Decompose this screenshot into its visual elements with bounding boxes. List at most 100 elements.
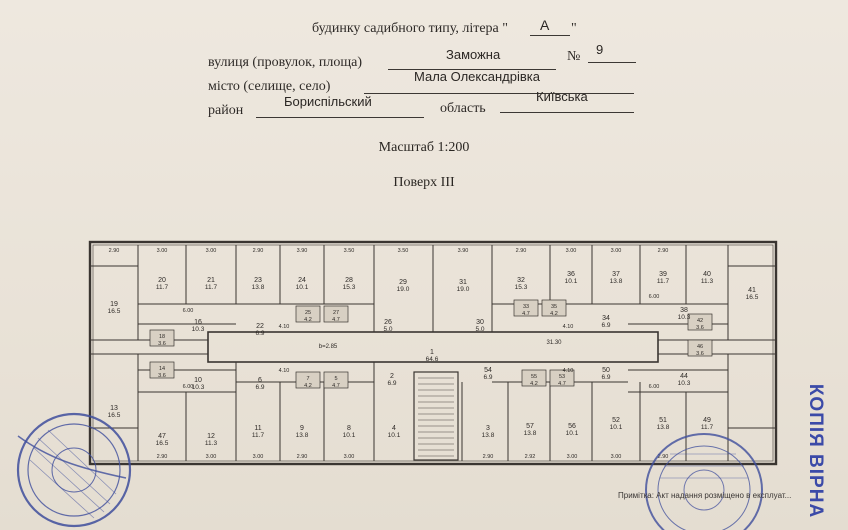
room-number: 9 bbox=[300, 425, 304, 432]
room-number: 51 bbox=[659, 417, 667, 424]
district-underline bbox=[256, 117, 424, 118]
outer-wall bbox=[88, 240, 778, 466]
room-number: 4 bbox=[392, 425, 396, 432]
litera-value: А bbox=[540, 17, 550, 33]
room-area: 13.8 bbox=[610, 278, 623, 285]
room-number: 50 bbox=[602, 367, 610, 374]
city-value: Мала Олександрівка bbox=[414, 69, 540, 84]
room-area: 10.3 bbox=[678, 314, 691, 321]
bathroom-block bbox=[521, 369, 547, 387]
room-area: 13.8 bbox=[252, 284, 265, 291]
room-number: 29 bbox=[399, 279, 407, 286]
street-label: вулиця (провулок, площа) bbox=[208, 55, 363, 70]
bathroom-block bbox=[687, 313, 713, 331]
room-area: 10.1 bbox=[565, 278, 578, 285]
bathroom-number: 27 bbox=[333, 310, 339, 316]
room-number: 8 bbox=[347, 425, 351, 432]
bathroom-number: 14 bbox=[159, 366, 165, 372]
room-area: 11.3 bbox=[205, 440, 218, 447]
corridor-width: b=2.85 bbox=[319, 344, 338, 350]
room-area: 15.3 bbox=[515, 284, 528, 291]
room-number: 49 bbox=[703, 417, 711, 424]
room-number: 13 bbox=[110, 405, 118, 412]
bathroom-area: 3.6 bbox=[158, 373, 166, 379]
bathroom-number: 25 bbox=[305, 310, 311, 316]
room-area: 10.1 bbox=[296, 284, 309, 291]
street-underline bbox=[388, 69, 556, 70]
dim-bottom: 2.90 bbox=[157, 454, 168, 460]
bathroom-block bbox=[149, 329, 175, 347]
room-number: 30 bbox=[476, 319, 484, 326]
bathroom-block bbox=[323, 371, 349, 389]
bathroom-area: 4.2 bbox=[550, 311, 558, 317]
bathroom-block bbox=[549, 369, 575, 387]
dim-bottom: 3.00 bbox=[253, 454, 264, 460]
dim-mid: 6.00 bbox=[649, 294, 660, 300]
room-area: 10.3 bbox=[678, 380, 691, 387]
room-number: 6 bbox=[258, 377, 262, 384]
dim-bottom: 2.90 bbox=[658, 454, 669, 460]
scale-label: Масштаб 1:200 bbox=[378, 140, 470, 155]
room-number: 20 bbox=[158, 277, 166, 284]
dim-top: 3.90 bbox=[458, 248, 469, 254]
room-number: 3 bbox=[486, 425, 490, 432]
number-value: 9 bbox=[596, 42, 604, 57]
bathroom-area: 3.6 bbox=[696, 351, 704, 357]
dim-top: 3.00 bbox=[157, 248, 168, 254]
room-area: 16.5 bbox=[108, 412, 121, 419]
room-number: 12 bbox=[207, 433, 215, 440]
room-number: 41 bbox=[748, 287, 756, 294]
dim-bottom: 2.90 bbox=[297, 454, 308, 460]
room-area: 6.9 bbox=[387, 380, 396, 387]
room-number: 56 bbox=[568, 423, 576, 430]
room-area: 10.1 bbox=[610, 424, 623, 431]
number-label: № bbox=[567, 49, 581, 64]
dim-top: 2.90 bbox=[516, 248, 527, 254]
room-area: 5.0 bbox=[383, 326, 392, 333]
bathroom-number: 55 bbox=[531, 374, 537, 380]
room-area: 11.7 bbox=[156, 284, 169, 291]
room-number: 26 bbox=[384, 319, 392, 326]
room-number: 21 bbox=[207, 277, 215, 284]
room-number: 2 bbox=[390, 373, 394, 380]
dim-mid: 4.10 bbox=[563, 368, 574, 374]
city-underline bbox=[364, 93, 634, 94]
corridor-length: 31.30 bbox=[546, 340, 562, 346]
room-area: 11.7 bbox=[205, 284, 218, 291]
line1-underline bbox=[530, 35, 570, 36]
dim-mid: 4.10 bbox=[279, 324, 290, 330]
bathroom-area: 3.6 bbox=[158, 341, 166, 347]
bathroom-block bbox=[295, 305, 321, 323]
dim-mid: 4.10 bbox=[563, 324, 574, 330]
room-area: 13.8 bbox=[524, 430, 537, 437]
room-area: 13.8 bbox=[657, 424, 670, 431]
bathroom-number: 5 bbox=[334, 376, 337, 382]
room-area: 6.9 bbox=[255, 384, 264, 391]
round-stamp-right bbox=[645, 433, 763, 530]
bathroom-block bbox=[295, 371, 321, 389]
room-area: 10.3 bbox=[192, 326, 205, 333]
staircase bbox=[413, 371, 459, 461]
number-underline bbox=[588, 62, 636, 63]
room-area: 16.5 bbox=[746, 294, 759, 301]
line1-end: " bbox=[571, 21, 577, 36]
dim-top: 2.90 bbox=[658, 248, 669, 254]
bathroom-area: 4.7 bbox=[332, 317, 340, 323]
room-area: 16.5 bbox=[156, 440, 169, 447]
dim-top: 3.90 bbox=[297, 248, 308, 254]
room-area: 10.1 bbox=[388, 432, 401, 439]
bathroom-area: 4.2 bbox=[304, 317, 312, 323]
dim-bottom: 3.00 bbox=[206, 454, 217, 460]
dim-top: 3.50 bbox=[398, 248, 409, 254]
room-area: 11.7 bbox=[701, 424, 714, 431]
bathroom-area: 4.7 bbox=[522, 311, 530, 317]
room-number: 44 bbox=[680, 373, 688, 380]
room-area: 11.7 bbox=[657, 278, 670, 285]
dim-mid: 6.00 bbox=[649, 384, 660, 390]
region-label: область bbox=[440, 101, 486, 116]
room-area: 5.0 bbox=[475, 326, 484, 333]
line1-label: будинку садибного типу, літера " bbox=[312, 21, 508, 36]
floor-plan: 2011.72111.72313.82410.12815.32919.03119… bbox=[88, 240, 778, 466]
dim-bottom: 3.00 bbox=[567, 454, 578, 460]
room-number: 34 bbox=[602, 315, 610, 322]
